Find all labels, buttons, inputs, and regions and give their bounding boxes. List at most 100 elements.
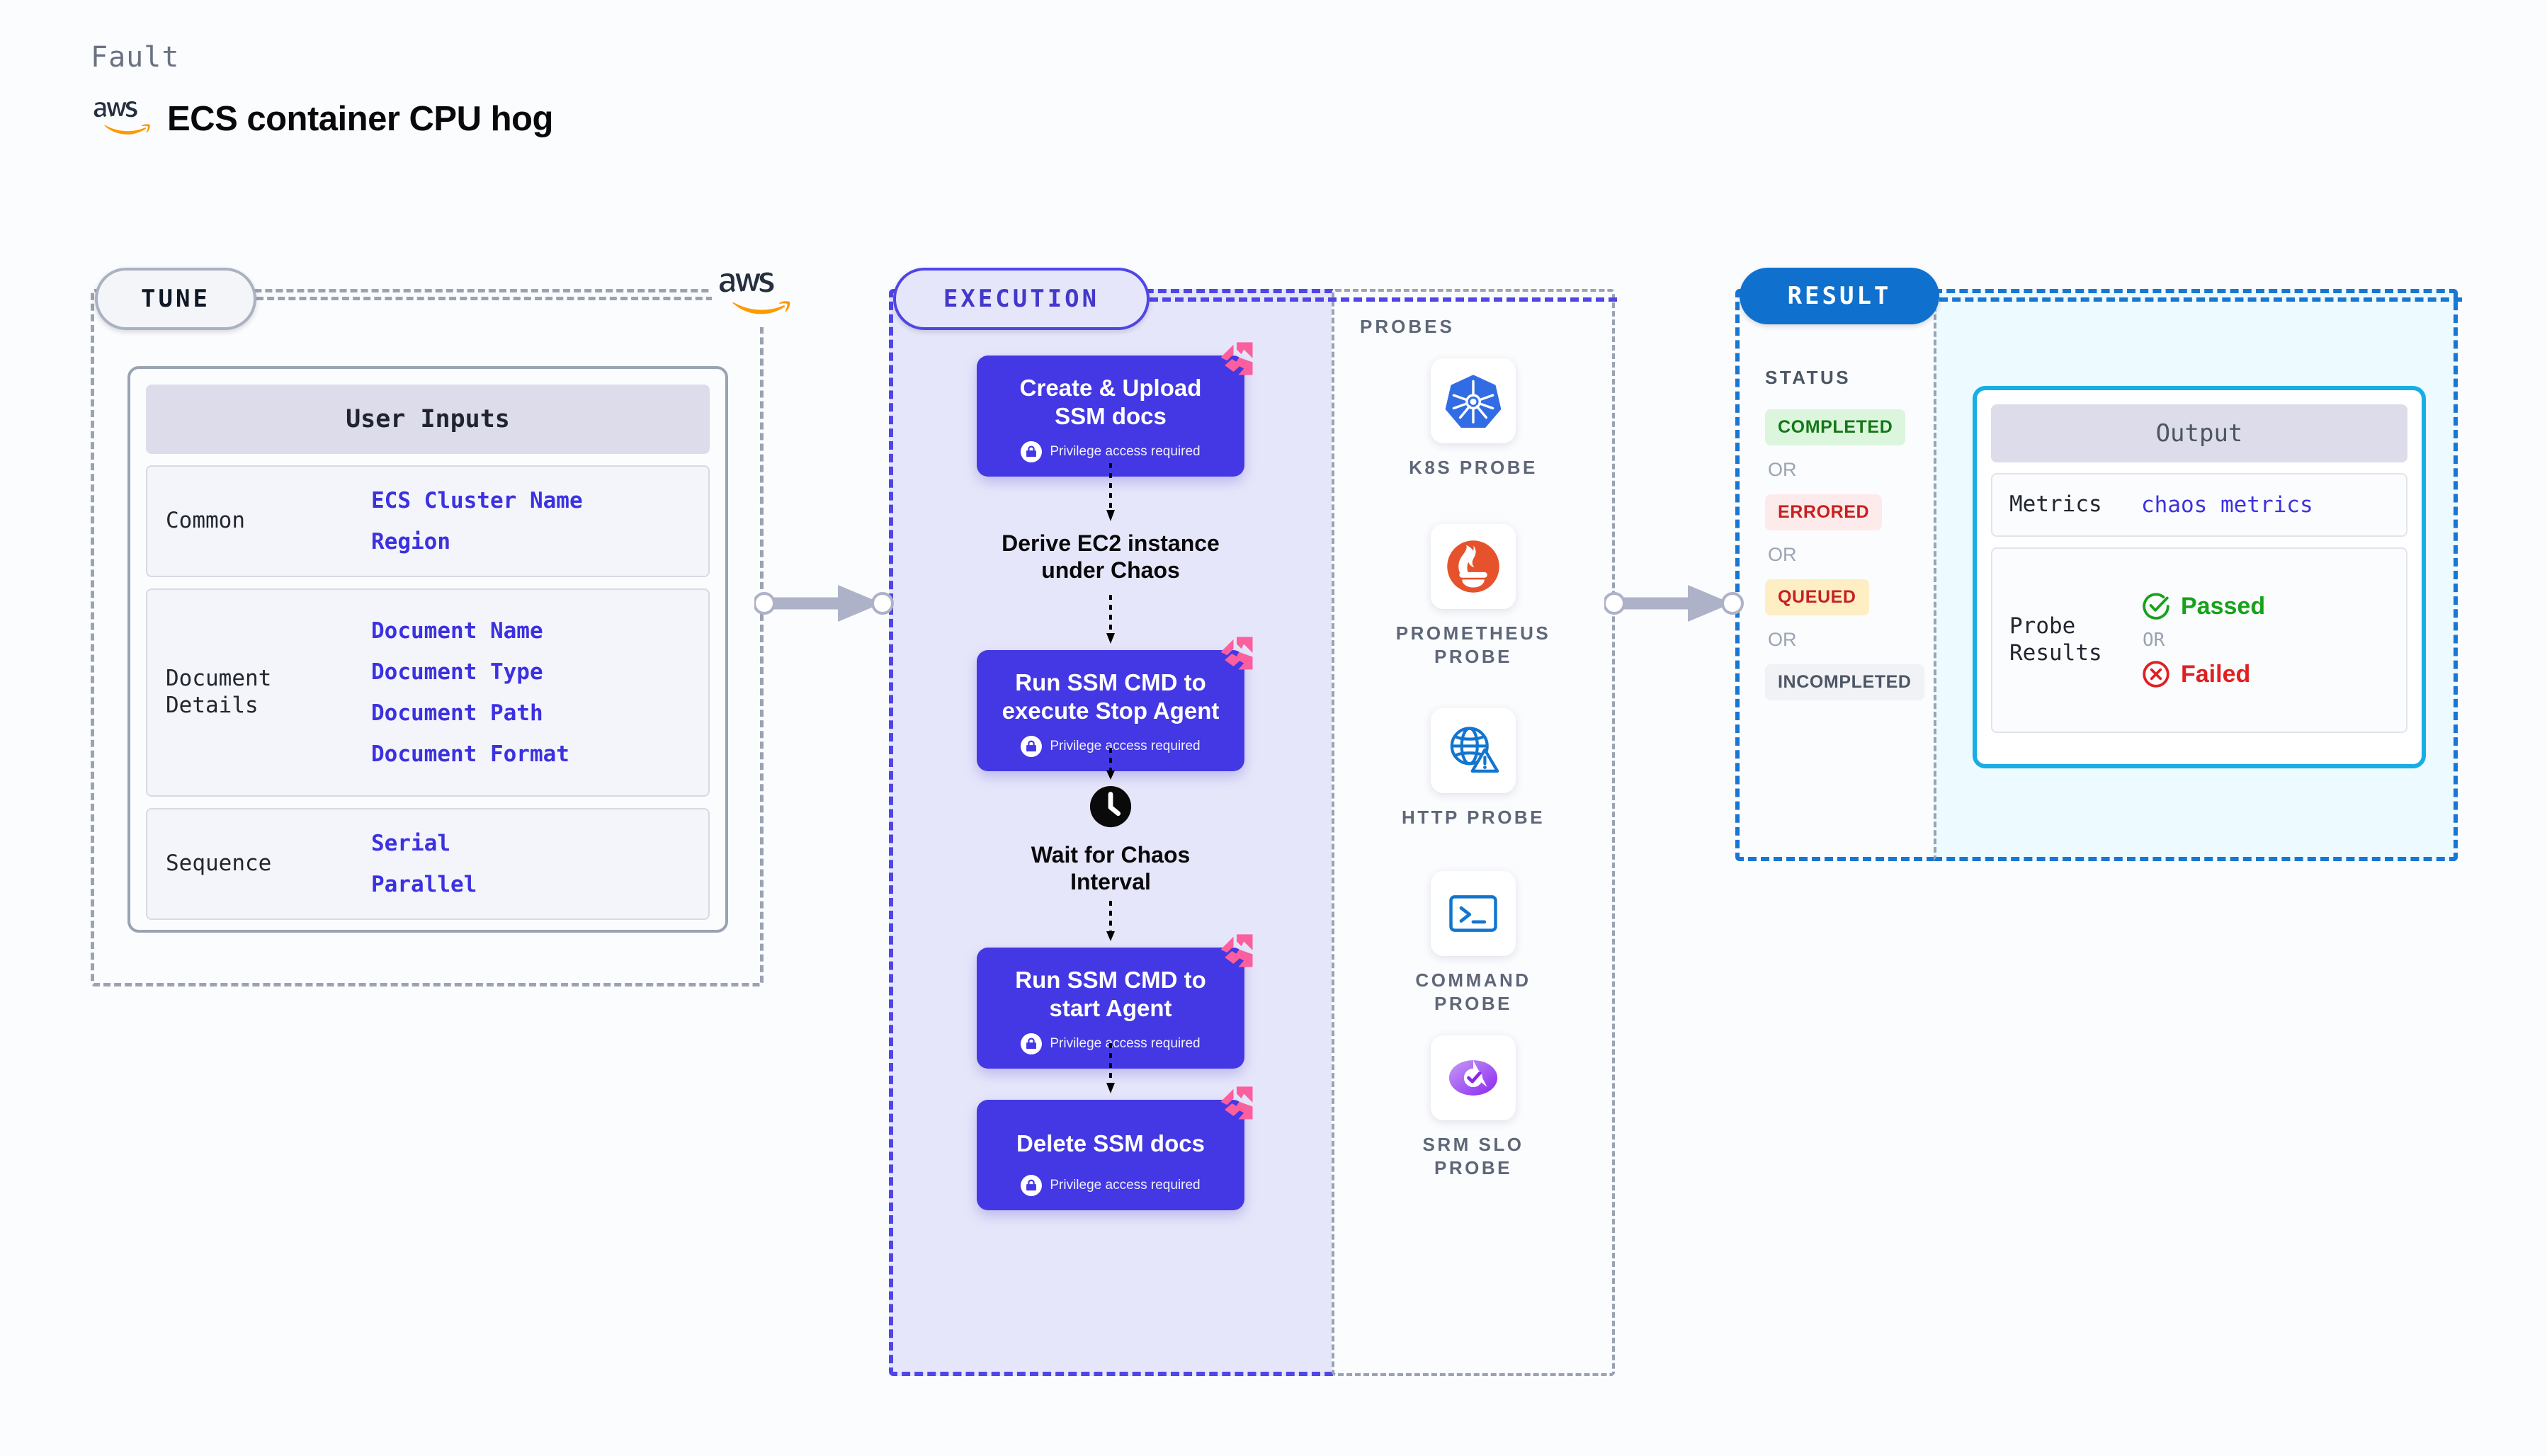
connector-tune-to-execution [754,585,894,622]
privilege-note: Privilege access required [989,1033,1232,1055]
input-value[interactable]: Serial [371,831,450,856]
input-group-values: ECS Cluster Name Region [371,488,583,554]
probes-panel [1332,289,1615,1376]
or-separator: OR [1768,459,1797,480]
page-title: ECS container CPU hog [167,100,553,138]
harness-badge-icon [1220,342,1253,375]
lock-icon [1021,441,1043,463]
tune-aws-badge [712,262,795,327]
probe-result-options: Passed OR Failed [2141,591,2265,689]
input-group-values: Serial Parallel [371,831,477,897]
flow-node-title: Run SSM CMD to start Agent [1015,967,1206,1021]
flow-node-title: Run SSM CMD to execute Stop Agent [1002,669,1220,724]
privilege-note: Privilege access required [989,1174,1232,1196]
check-circle-icon [2143,593,2169,620]
flow-arrow [1106,595,1115,644]
execution-lead-line [1150,297,1617,302]
input-group-document-details: Document Details Document Name Document … [146,588,710,797]
user-inputs-card: User Inputs Common ECS Cluster Name Regi… [127,366,728,933]
lock-icon [1021,1174,1043,1196]
probe-tile [1431,524,1516,609]
status-badge-completed: COMPLETED [1765,409,1906,445]
probe-result-passed-label: Passed [2181,592,2266,620]
flow-arrow [1106,1043,1115,1093]
clock-icon [1089,785,1132,828]
flow-step-wait-chaos-interval: Wait for Chaos Interval [1031,842,1191,895]
output-probe-results-label: Probe Results [2009,613,2102,666]
page-header: Fault ECS container CPU hog [91,41,553,139]
execution-flow: Create & Upload SSM docs Privilege acces… [889,289,1332,1376]
output-card: Output Metrics chaos metrics Probe Resul… [1973,386,2426,768]
input-group-label: Common [166,508,245,534]
probe-label: K8S PROBE [1409,457,1538,478]
harness-badge-icon [1220,637,1253,670]
input-group-label: Sequence [166,851,272,877]
output-metrics-label: Metrics [2009,491,2102,518]
probe-tile [1431,1035,1516,1120]
result-pill[interactable]: RESULT [1740,268,1939,324]
probe-item-k8s[interactable]: K8S PROBE [1367,358,1579,479]
aws-logo [93,101,150,135]
probe-item-prometheus[interactable]: PROMETHEUS PROBE [1367,524,1579,669]
input-value[interactable]: Document Name [371,618,543,644]
execution-pill[interactable]: EXECUTION [893,268,1150,330]
or-separator: OR [1768,544,1797,565]
flow-arrow [1106,748,1115,780]
output-row-probe-results: Probe Results Passed OR Fai [1991,547,2407,733]
input-group-values: Document Name Document Type Document Pat… [371,618,569,767]
connector-execution-to-result [1604,585,1744,622]
aws-logo-icon [719,272,790,314]
flow-step-derive-ec2: Derive EC2 instance under Chaos [1002,530,1220,584]
input-value[interactable]: Document Type [371,659,543,685]
probe-label: SRM SLO PROBE [1422,1134,1524,1179]
probe-label: HTTP PROBE [1401,807,1545,828]
prometheus-icon [1447,540,1499,593]
output-title: Output [1991,404,2407,462]
privilege-note-text: Privilege access required [1050,739,1201,754]
flow-node-title: Delete SSM docs [1016,1130,1205,1156]
input-value[interactable]: Document Path [371,700,543,726]
input-value[interactable]: Document Format [371,741,569,767]
input-group-label: Document Details [166,666,371,720]
probe-item-http[interactable]: HTTP PROBE [1367,708,1579,829]
http-globe-icon [1450,727,1499,773]
probe-result-passed: Passed [2141,591,2265,621]
x-circle-icon [2143,661,2169,688]
input-value[interactable]: ECS Cluster Name [371,488,583,513]
status-list: COMPLETED OR ERRORED OR QUEUED OR INCOMP… [1765,409,1942,700]
flow-arrow [1106,901,1115,941]
probe-item-srm-slo[interactable]: SRM SLO PROBE [1367,1035,1579,1181]
flow-node-create-upload-ssm-docs[interactable]: Create & Upload SSM docs Privilege acces… [977,342,1253,477]
input-value[interactable]: Parallel [371,872,477,897]
tune-lead-line [256,297,724,300]
tune-pill[interactable]: TUNE [95,268,256,330]
flow-arrow [1106,463,1115,521]
status-badge-incompleted: INCOMPLETED [1765,664,1924,700]
probe-result-failed-label: Failed [2181,660,2251,688]
privilege-note: Privilege access required [989,736,1232,758]
input-value[interactable]: Region [371,529,450,554]
user-inputs-title: User Inputs [146,385,710,454]
probe-tile [1431,871,1516,956]
or-separator: OR [1768,629,1797,650]
input-group-label-line2: Details [166,693,259,718]
status-title: STATUS [1765,367,1851,388]
flow-node-title: Create & Upload SSM docs [1019,375,1202,429]
probe-item-command[interactable]: COMMAND PROBE [1367,871,1579,1016]
input-group-label-line1: Document [166,666,272,692]
probe-label: PROMETHEUS PROBE [1395,622,1551,668]
lock-icon [1021,736,1043,758]
flow-node-delete-ssm-docs[interactable]: Delete SSM docs Privilege access require… [977,1086,1253,1210]
lock-icon [1021,1033,1043,1055]
status-badge-errored: ERRORED [1765,494,1883,530]
harness-badge-icon [1220,1086,1253,1120]
flow-node-run-ssm-start-agent[interactable]: Run SSM CMD to start Agent Privilege acc… [977,934,1253,1069]
output-metrics-value[interactable]: chaos metrics [2141,492,2313,518]
probe-tile [1431,358,1516,443]
privilege-note-text: Privilege access required [1050,444,1201,460]
privilege-note-text: Privilege access required [1050,1036,1201,1052]
status-badge-queued: QUEUED [1765,579,1869,615]
probe-label: COMMAND PROBE [1415,969,1531,1015]
privilege-note: Privilege access required [989,441,1232,463]
